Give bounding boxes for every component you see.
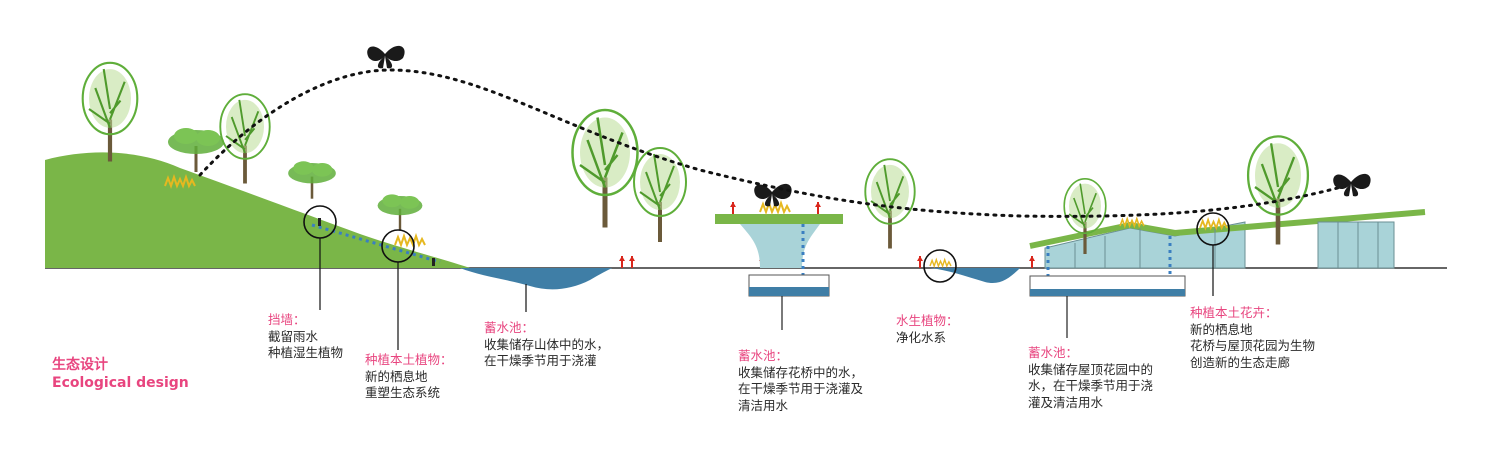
callout-text: 截留雨水 种植湿生植物: [268, 328, 344, 361]
tree-icon: [219, 93, 271, 185]
flower-icon: [929, 259, 952, 267]
diagram-title: 生态设计 Ecological design: [52, 356, 189, 392]
callout-title: 挡墙：: [268, 312, 306, 327]
callout-native-flowers: 种植本土花卉： 新的栖息地 花桥与屋顶花园为生物 创造新的生态走廊: [1190, 305, 1315, 371]
magnifier-circle-icon: [381, 229, 415, 350]
callout-text: 收集储存山体中的水， 在干燥季节用于浇灌: [484, 336, 610, 369]
title-en: Ecological design: [52, 375, 189, 391]
green-roof-building: [1029, 209, 1426, 276]
magnifier-circle-icon: [1196, 212, 1230, 296]
title-zh: 生态设计: [52, 357, 108, 373]
callout-title: 蓄水池：: [1028, 345, 1079, 360]
pond-water: [930, 268, 1020, 284]
callout-title: 蓄水池：: [738, 348, 789, 363]
tree-icon: [633, 147, 687, 243]
callout-text: 新的栖息地 重塑生态系统: [365, 368, 441, 401]
tree-icon: [377, 194, 423, 230]
butterfly-flight-path: [198, 68, 1347, 218]
butterfly-icon: [367, 45, 405, 69]
pond-water: [460, 268, 612, 290]
callout-pond-bridge: 蓄水池： 收集储存花桥中的水， 在干燥季节用于浇灌及 清洁用水: [738, 348, 863, 414]
flower-bridge: [715, 201, 843, 290]
callout-aquatic-plants: 水生植物： 净化水系: [896, 313, 959, 346]
storage-tank: [748, 274, 830, 297]
callout-title: 种植本土植物：: [365, 352, 453, 367]
magnifier-circle-icon: [923, 249, 957, 283]
callout-text: 净化水系: [896, 329, 947, 345]
green-hill: [45, 152, 470, 268]
callout-native-plants: 种植本土植物： 新的栖息地 重塑生态系统: [365, 352, 453, 402]
callout-title: 蓄水池：: [484, 320, 535, 335]
callout-title: 水生植物：: [896, 313, 959, 328]
callout-pond-mountain: 蓄水池： 收集储存山体中的水， 在干燥季节用于浇灌: [484, 320, 609, 370]
tree-icon: [81, 61, 139, 163]
callout-text: 收集储存屋顶花园中的 水，在干燥季节用于浇 灌及清洁用水: [1028, 361, 1154, 410]
callout-text: 新的栖息地 花桥与屋顶花园为生物 创造新的生态走廊: [1190, 321, 1316, 370]
callout-pond-roof: 蓄水池： 收集储存屋顶花园中的 水，在干燥季节用于浇 灌及清洁用水: [1028, 345, 1153, 411]
callout-retaining-wall: 挡墙： 截留雨水 种植湿生植物: [268, 312, 343, 362]
callout-title: 种植本土花卉：: [1190, 305, 1278, 320]
magnifier-circle-icon: [303, 205, 337, 310]
storage-tank: [1029, 275, 1186, 297]
tree-icon: [168, 128, 224, 172]
red-sprout-icon: [618, 255, 1069, 269]
butterfly-icon: [1333, 173, 1371, 197]
callout-text: 收集储存花桥中的水， 在干燥季节用于浇灌及 清洁用水: [738, 364, 864, 413]
tree-icon: [288, 161, 336, 199]
tree-icon: [864, 158, 916, 250]
